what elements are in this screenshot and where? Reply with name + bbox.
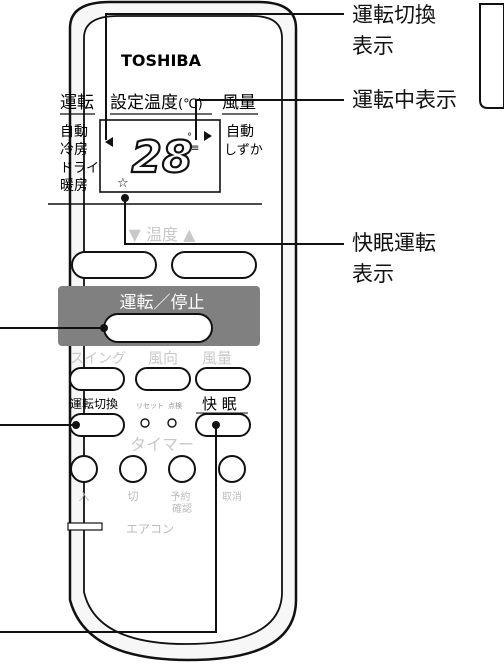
timer-reserve-label: 予約 確認: [170, 490, 193, 515]
footer-indicator: [67, 522, 103, 531]
mode-switch-dot: [72, 421, 80, 429]
lcd-display: [99, 119, 221, 193]
callout-sleep-display-line1: 快眠運転: [352, 231, 436, 255]
callout-mode-display-line1: 運転切換: [352, 3, 436, 27]
lcd-celsius-icon: °: [187, 132, 192, 143]
timer-reserve-button[interactable]: [168, 455, 196, 483]
header-temp-label: 設定温度: [110, 93, 178, 113]
timer-on-button[interactable]: [70, 455, 98, 483]
sleep-display-leader: [124, 198, 344, 245]
header-fan-label: 風量: [222, 93, 256, 113]
callout-mode-display: 運転切換 表示: [352, 0, 436, 62]
running-indicator-icon: ≡: [191, 143, 199, 154]
swing-button[interactable]: [69, 367, 125, 391]
fan-speed-label: 風量: [202, 349, 232, 367]
callout-mode-display-line2: 表示: [352, 34, 394, 58]
timer-reserve-line1: 予約: [170, 490, 190, 503]
mode-cool: 冷房: [60, 142, 88, 158]
timer-off-button[interactable]: [119, 455, 147, 483]
reset-label: リセット: [136, 402, 164, 410]
sleep-display-dot: [121, 194, 129, 202]
running-display-leader: [195, 99, 344, 140]
callout-running-display: 運転中表示: [352, 88, 457, 112]
mode-display-leader: [105, 13, 344, 140]
check-button[interactable]: [167, 418, 177, 428]
check-label: 点検: [168, 401, 182, 410]
temp-up-button[interactable]: [171, 251, 257, 279]
timer-cancel-label: 取消: [222, 490, 242, 503]
timer-reserve-line2: 確認: [172, 502, 192, 515]
fan-auto: 自動: [226, 124, 254, 140]
power-button[interactable]: [103, 313, 213, 343]
power-button-label: 運転／停止: [120, 293, 205, 313]
temp-down-button[interactable]: [71, 251, 157, 279]
mode-auto: 自動: [60, 124, 88, 140]
power-button-dot: [100, 324, 108, 332]
timer-off-label: 切: [128, 490, 139, 503]
side-tab: [479, 3, 504, 109]
sleep-button-leader: [0, 425, 217, 633]
sleep-label: 快 眠: [202, 395, 237, 413]
mode-heat: 暖房: [60, 178, 88, 194]
sleep-button[interactable]: [195, 413, 251, 437]
swing-label: スイング: [70, 351, 126, 367]
direction-button[interactable]: [135, 367, 191, 391]
sleep-star-icon: ☆: [117, 176, 129, 191]
callout-sleep-display: 快眠運転 表示: [352, 228, 436, 290]
fan-indicator-icon: [204, 131, 212, 141]
mode-dry: ドライ: [60, 161, 99, 176]
footer-label: エアコン: [126, 522, 174, 536]
lcd-temperature: 28: [131, 132, 192, 183]
timer-cancel-button[interactable]: [218, 455, 246, 483]
temperature-label: ▼ 温度 ▲: [129, 225, 196, 244]
mode-switch-label: 運転切換: [70, 397, 118, 411]
mode-indicator-icon: [105, 137, 113, 147]
header-mode-label: 運転: [60, 93, 94, 113]
brand-logo: TOSHIBA: [121, 51, 202, 70]
timer-on-label: 入: [79, 490, 90, 503]
sleep-button-dot: [212, 421, 220, 429]
timer-label: タイマー: [130, 435, 194, 454]
fan-speed-button[interactable]: [195, 367, 251, 391]
direction-label: 風向: [148, 349, 178, 367]
callout-sleep-display-line2: 表示: [352, 262, 394, 286]
reset-button[interactable]: [140, 418, 150, 428]
fan-quiet: しずか: [224, 143, 263, 158]
